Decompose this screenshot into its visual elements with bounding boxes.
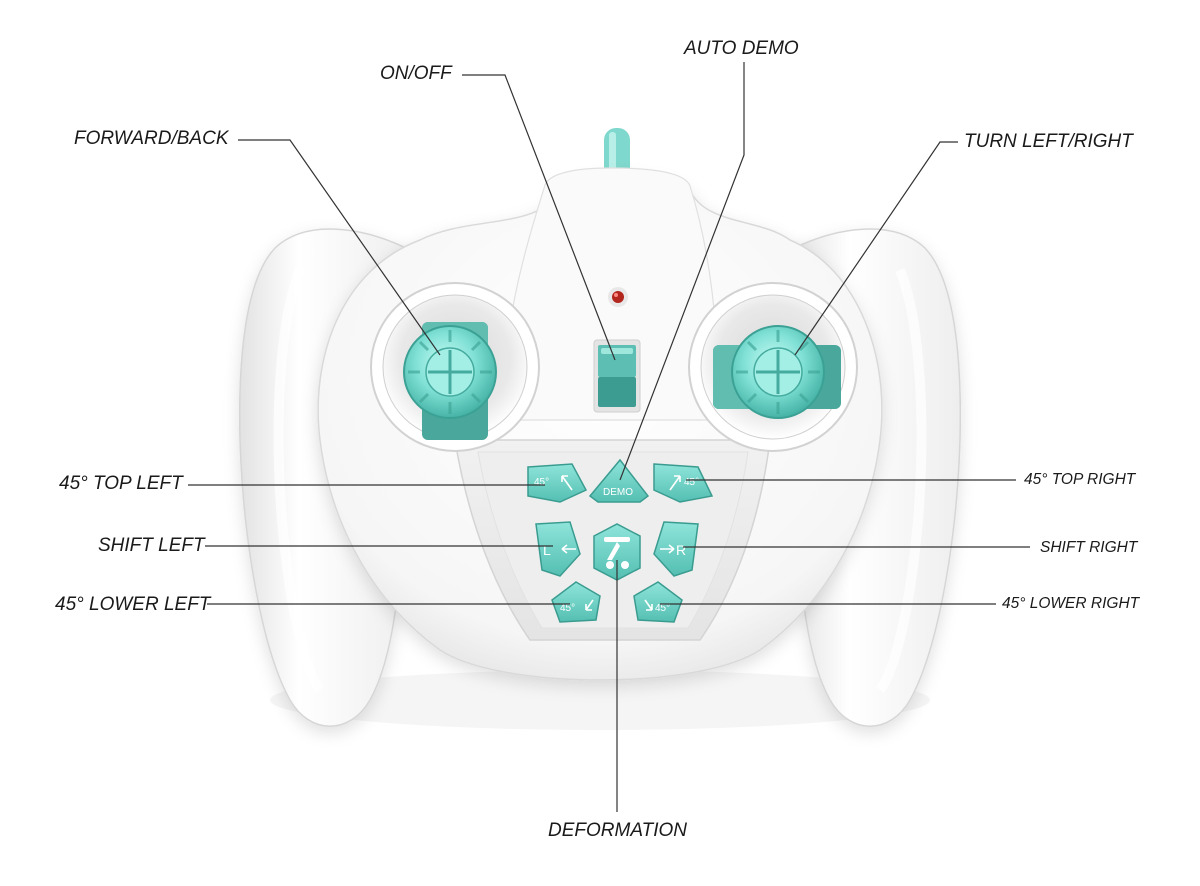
button-45-lower-right-label: 45° [655, 603, 670, 614]
label-deformation: DEFORMATION [548, 820, 687, 842]
label-45-lower-left: 45° LOWER LEFT [55, 594, 210, 616]
label-on-off: ON/OFF [380, 63, 452, 85]
right-joystick[interactable] [689, 283, 857, 451]
label-turn-left-right: TURN LEFT/RIGHT [964, 131, 1133, 153]
label-auto-demo: AUTO DEMO [684, 38, 799, 60]
label-45-top-left: 45° TOP LEFT [59, 473, 183, 495]
label-45-lower-right: 45° LOWER RIGHT [1002, 595, 1139, 613]
button-shift-left-label: L [543, 542, 551, 558]
label-shift-right: SHIFT RIGHT [1040, 539, 1137, 557]
left-joystick[interactable] [371, 283, 539, 451]
on-off-switch[interactable] [594, 340, 640, 412]
button-45-top-left-label: 45° [534, 477, 549, 488]
button-45-top-right-label: 45° [684, 477, 699, 488]
button-45-lower-left-label: 45° [560, 603, 575, 614]
button-demo-label: DEMO [603, 487, 633, 498]
power-led-indicator [608, 287, 628, 307]
label-forward-back: FORWARD/BACK [74, 128, 229, 150]
label-45-top-right: 45° TOP RIGHT [1024, 471, 1135, 489]
label-shift-left: SHIFT LEFT [98, 535, 205, 557]
button-shift-right-label: R [676, 542, 686, 558]
